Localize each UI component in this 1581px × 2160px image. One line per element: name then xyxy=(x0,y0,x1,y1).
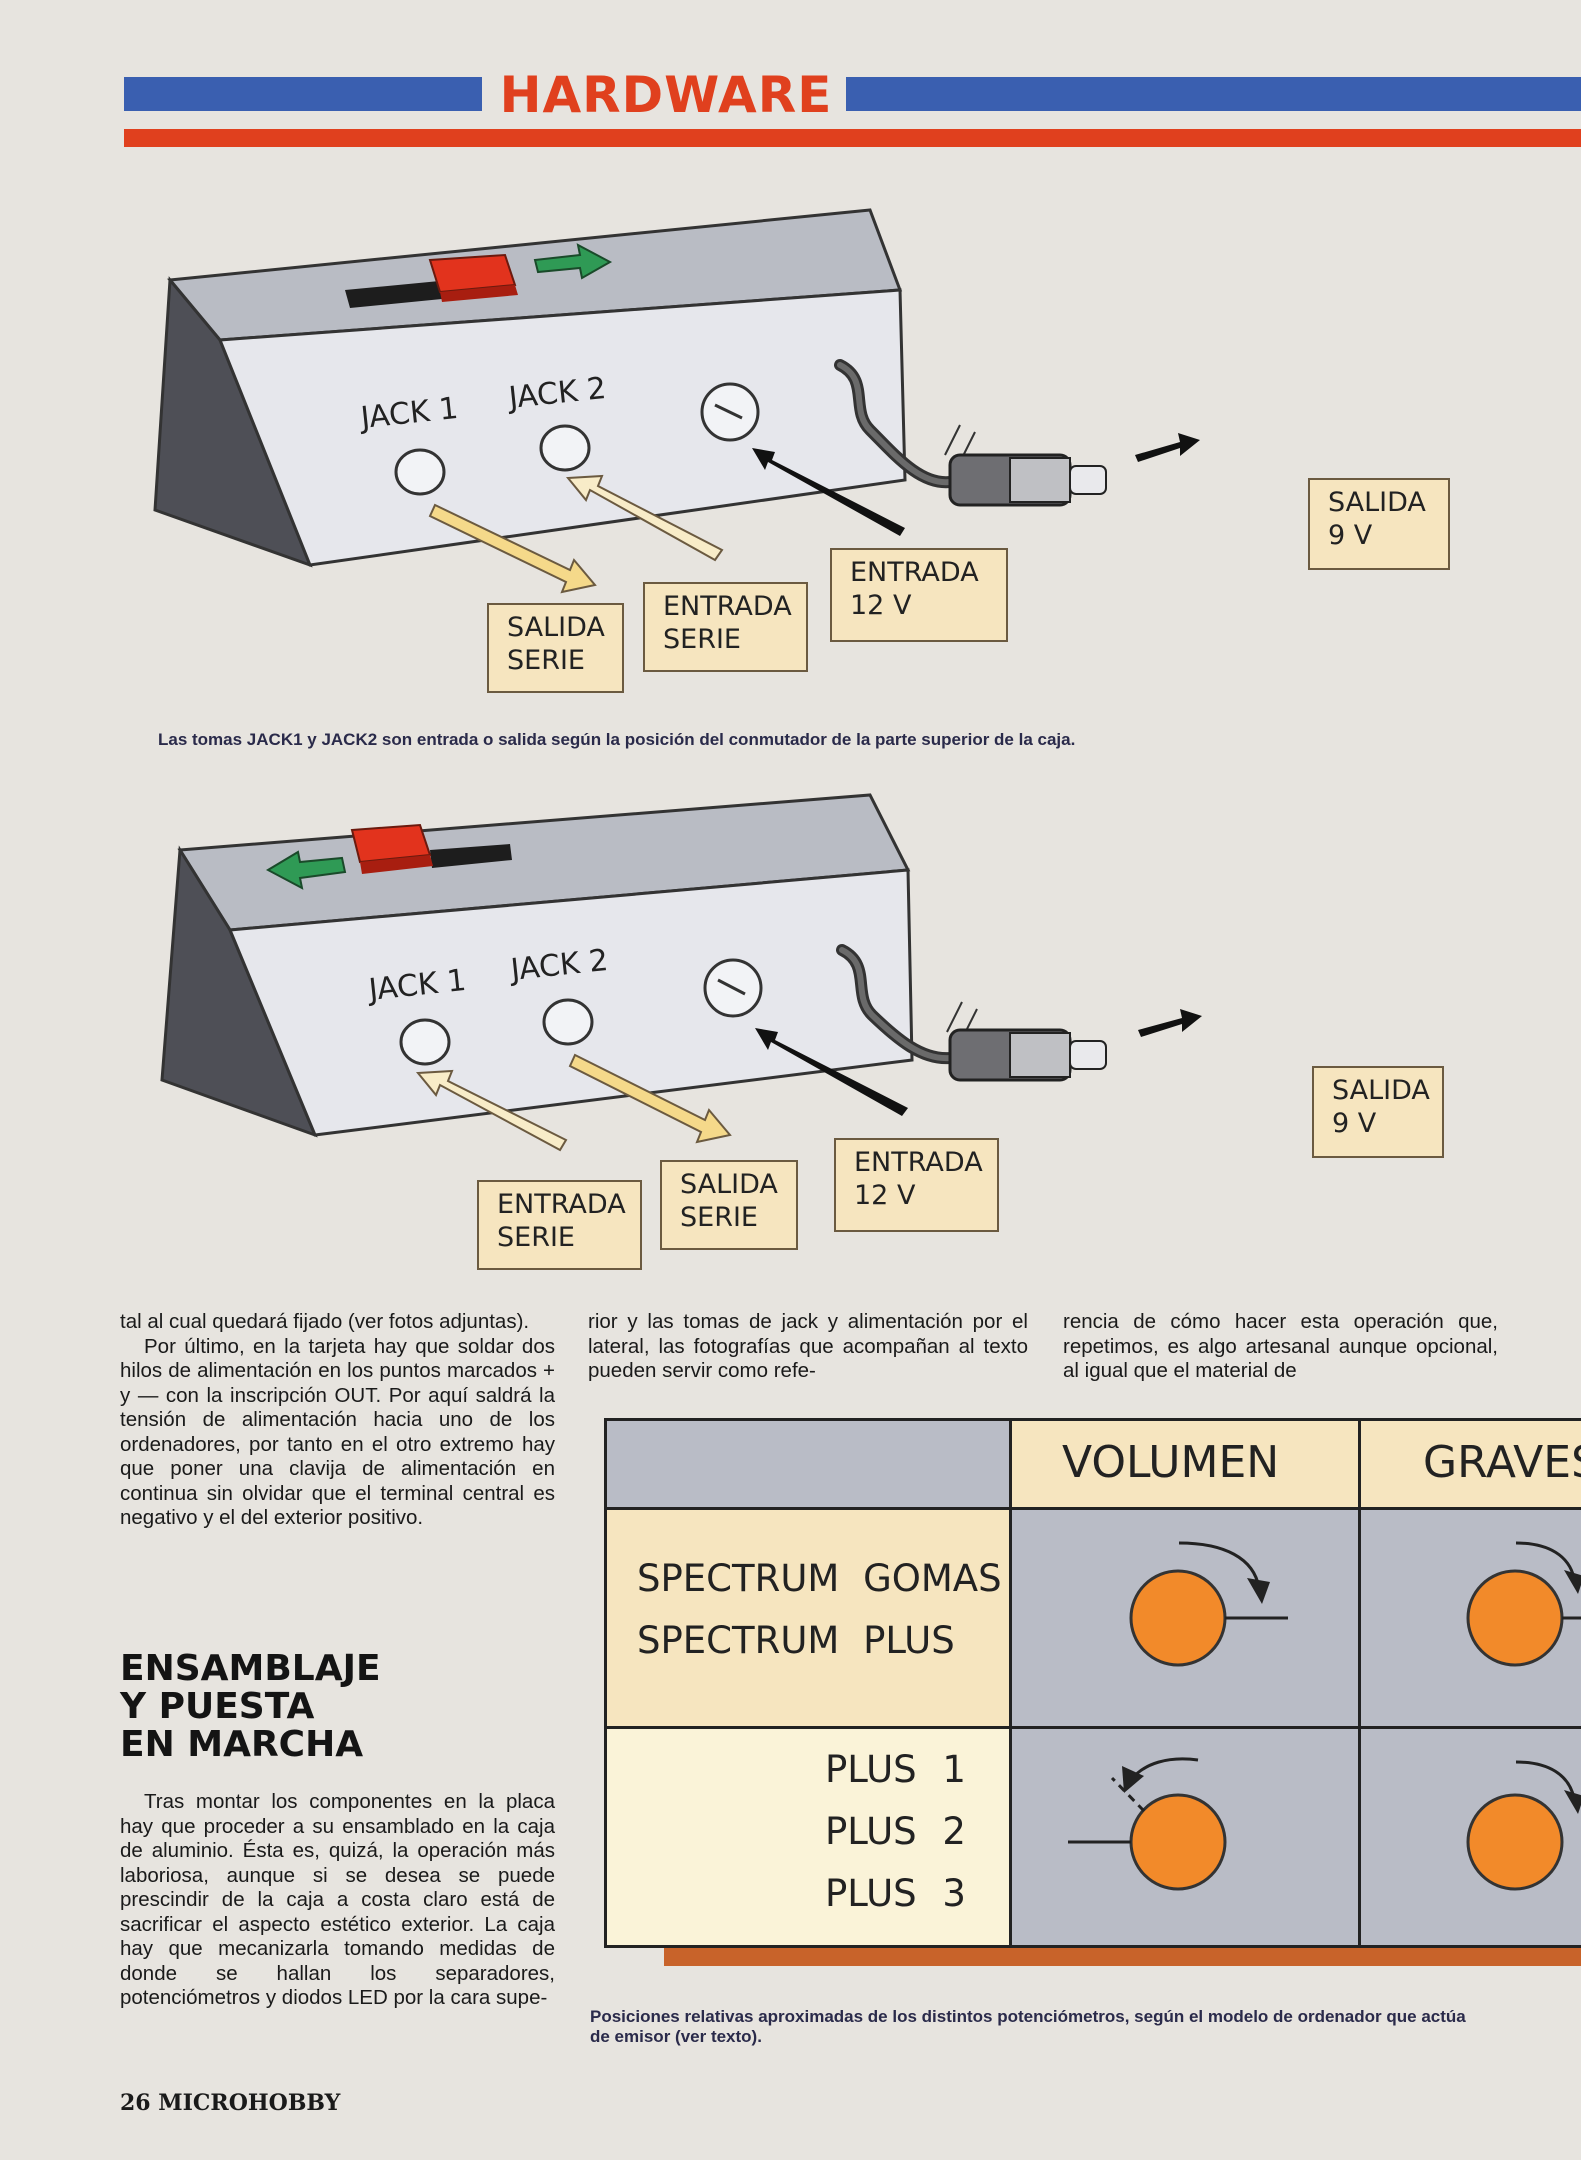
figure-1-illustration: JACK 1 JACK 2 xyxy=(153,208,1200,594)
input-arrow-icon xyxy=(755,1028,908,1116)
input-arrow-icon xyxy=(752,448,905,536)
header-underline xyxy=(124,129,1581,147)
switch-slot xyxy=(430,844,512,868)
clockwise-arrow-icon xyxy=(1564,1570,1581,1594)
article-subheading: ENSAMBLAJE Y PUESTA EN MARCHA xyxy=(120,1648,381,1765)
counterclockwise-arrow-icon xyxy=(1122,1766,1144,1793)
knob-icon xyxy=(1466,1569,1564,1667)
jack-1-socket-icon xyxy=(399,1018,451,1066)
entrada-serie-arrow-icon xyxy=(415,1069,568,1152)
table-row-2-label: PLUS 1 PLUS 2 PLUS 3 xyxy=(604,1726,1012,1948)
output-arrow-icon xyxy=(1135,433,1200,462)
figure-1-caption: Las tomas JACK1 y JACK2 son entrada o sa… xyxy=(158,730,1076,749)
switch-slot xyxy=(345,280,452,308)
jack-2-socket-icon xyxy=(539,424,591,472)
col1-paragraph-2: Por último, en la tarjeta hay que soldar… xyxy=(120,1334,555,1530)
table-header-volumen: VOLUMEN xyxy=(1009,1418,1361,1510)
col2-paragraph-1: rior y las tomas de jack y alimentación … xyxy=(588,1310,1028,1382)
clockwise-arrow-icon xyxy=(1564,1790,1581,1814)
output-arrow-icon xyxy=(1138,1009,1202,1037)
arrow-left-icon xyxy=(265,850,347,890)
section-title: HARDWARE xyxy=(499,66,833,124)
arrow-right-icon xyxy=(533,243,613,280)
knob-diagrams xyxy=(1068,1541,1581,1891)
salida-serie-arrow-icon xyxy=(428,503,597,594)
figure-2-illustration: JACK 1 JACK 2 xyxy=(160,793,1202,1152)
jack-2-socket-icon xyxy=(542,998,594,1046)
entrada-serie-arrow-icon xyxy=(565,474,724,562)
article-column-2: rior y las tomas de jack y alimentación … xyxy=(588,1310,1028,1384)
table-row-1-label: SPECTRUM GOMAS SPECTRUM PLUS xyxy=(604,1507,1012,1729)
knob-icon xyxy=(1129,1569,1227,1667)
article-column-1: tal al cual quedará fijado (ver fotos ad… xyxy=(120,1310,555,1531)
header-bar-right xyxy=(846,77,1581,111)
article-column-3: rencia de cómo hacer esta operación que,… xyxy=(1063,1310,1498,1384)
header-bar-left xyxy=(124,77,482,111)
jack-1-socket-icon xyxy=(394,448,446,496)
table-caption: Posiciones relativas aproximadas de los … xyxy=(590,2007,1466,2046)
article-column-1-continued: Tras montar los componentes en la placa … xyxy=(120,1790,555,2011)
col1-paragraph-1: tal al cual quedará fijado (ver fotos ad… xyxy=(120,1310,530,1333)
col3-paragraph-1: rencia de cómo hacer esta operación que,… xyxy=(1063,1310,1498,1382)
page-footer: 26 MICROHOBBY xyxy=(120,2090,341,2116)
clockwise-arrow-icon xyxy=(1247,1578,1270,1604)
knob-icon xyxy=(1129,1793,1227,1891)
col1-paragraph-3: Tras montar los componentes en la placa … xyxy=(120,1790,555,2009)
salida-serie-arrow-icon xyxy=(568,1053,732,1144)
knob-icon xyxy=(1466,1793,1564,1891)
